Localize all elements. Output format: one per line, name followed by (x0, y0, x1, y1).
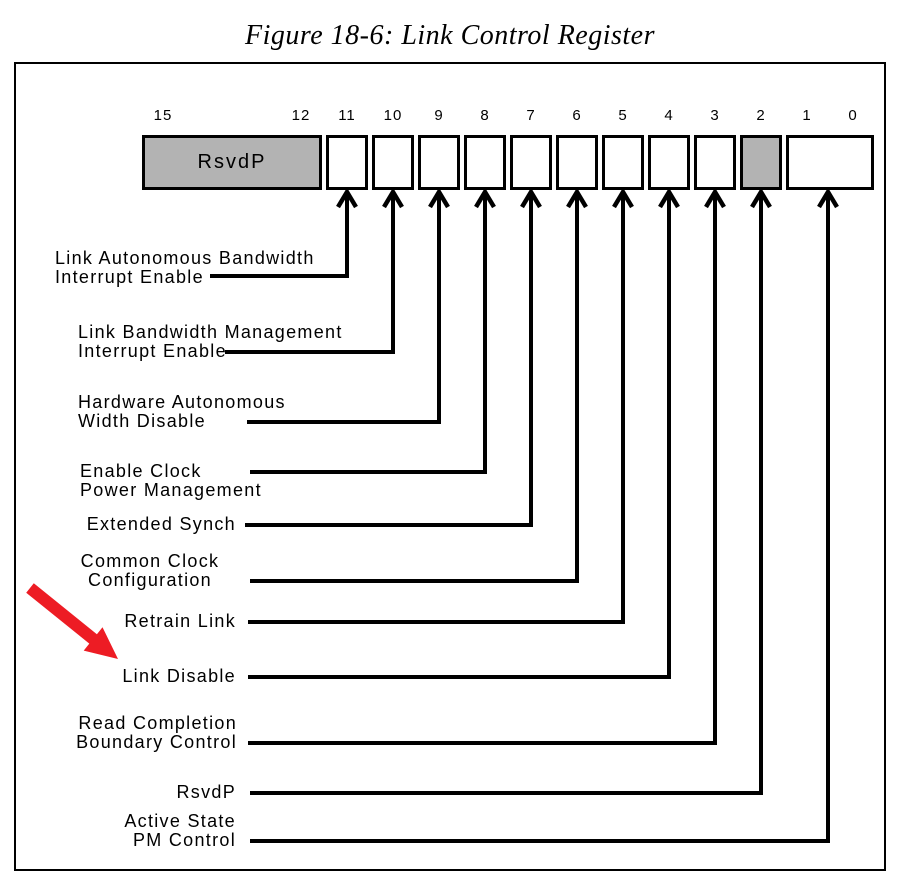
register-cell-bits-5 (602, 135, 644, 190)
bit-number-12: 12 (291, 107, 311, 124)
register-cell-bits-7 (510, 135, 552, 190)
field-label-line: Boundary Control (76, 732, 237, 752)
register-cell-bits-11 (326, 135, 368, 190)
bit-number-4: 4 (664, 107, 674, 124)
bit-number-2: 2 (756, 107, 766, 124)
field-label-line: Enable Clock (80, 461, 202, 481)
field-label-line: RsvdP (176, 782, 236, 802)
field-label-line: Power Management (80, 480, 262, 500)
field-label-line: Link Autonomous Bandwidth (55, 248, 315, 268)
bit-number-15: 15 (153, 107, 173, 124)
field-label-line: Link Bandwidth Management (78, 322, 343, 342)
bit-number-10: 10 (383, 107, 403, 124)
bit-number-6: 6 (572, 107, 582, 124)
register-cell-bits-4 (648, 135, 690, 190)
bit-number-3: 3 (710, 107, 720, 124)
bit-number-5: 5 (618, 107, 628, 124)
field-label-line: Read Completion (78, 713, 237, 733)
bit-number-1: 1 (802, 107, 812, 124)
bit-number-8: 8 (480, 107, 490, 124)
register-cell-bits-2 (740, 135, 782, 190)
field-label-rsvdp: RsvdP (36, 783, 236, 802)
field-label-link-disable: Link Disable (36, 667, 236, 686)
register-cell-bits-9 (418, 135, 460, 190)
register-cell-bits-8 (464, 135, 506, 190)
field-label-line: Extended Synch (86, 514, 236, 534)
field-label-line: Link Disable (122, 666, 236, 686)
field-label-line: Retrain Link (124, 611, 236, 631)
field-label-line: Active State (124, 811, 236, 831)
field-label-line: Configuration (88, 570, 212, 590)
field-label-retrain-link: Retrain Link (36, 612, 236, 631)
field-label-line: Width Disable (78, 411, 206, 431)
bit-number-7: 7 (526, 107, 536, 124)
register-cell-bits-10 (372, 135, 414, 190)
field-label-line: Hardware Autonomous (78, 392, 286, 412)
register-cell-bits-3 (694, 135, 736, 190)
cell-label-rsvdp: RsvdP (197, 151, 267, 173)
register-cell-bits-15-12: RsvdP (142, 135, 322, 190)
field-label-line: PM Control (132, 830, 236, 850)
field-label-line: Common Clock (80, 551, 220, 571)
bit-number-0: 0 (848, 107, 858, 124)
field-label-line: Interrupt Enable (55, 267, 204, 287)
register-cell-bits-1-0 (786, 135, 874, 190)
register-cell-bits-6 (556, 135, 598, 190)
bit-number-11: 11 (338, 107, 356, 124)
figure-title: Figure 18-6: Link Control Register (245, 20, 655, 51)
field-label-line: Interrupt Enable (78, 341, 227, 361)
bit-number-9: 9 (434, 107, 444, 124)
field-label-extended-synch: Extended Synch (36, 515, 236, 534)
